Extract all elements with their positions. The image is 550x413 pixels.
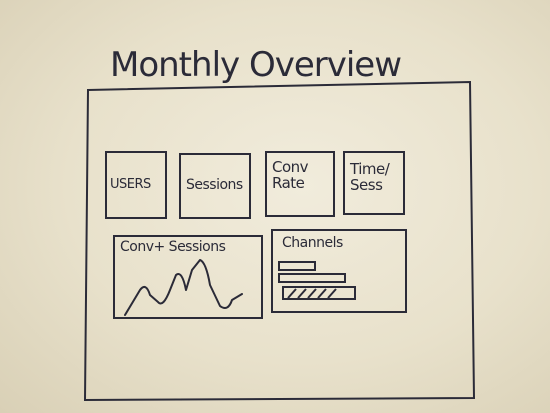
- conv-sessions-panel-title: Conv+ Sessions: [120, 239, 226, 255]
- kpi-card-sessions: Sessions: [186, 177, 243, 193]
- conv-sessions-sparkline: [124, 259, 243, 316]
- kpi-card-time-sess-box: [343, 151, 405, 215]
- channel-bar-3-hatch: [287, 288, 337, 299]
- kpi-card-time-sess: Time/ Sess: [350, 160, 390, 194]
- kpi-card-conv-rate-box: [265, 151, 335, 217]
- channels-panel-box: [271, 229, 407, 313]
- channel-bar-2: [278, 273, 346, 283]
- kpi-card-sessions-box: [179, 153, 251, 219]
- kpi-card-users: USERS: [110, 177, 151, 192]
- channel-bar-3: [282, 286, 356, 300]
- kpi-card-conv-rate: Conv Rate: [272, 158, 309, 192]
- channels-panel-title: Channels: [282, 235, 343, 251]
- conv-sessions-panel-box: [113, 235, 263, 319]
- channel-bar-1: [278, 261, 316, 271]
- kpi-card-users-box: [105, 151, 167, 219]
- page-title: Monthly Overview: [110, 45, 402, 85]
- dashboard-frame: [83, 80, 476, 402]
